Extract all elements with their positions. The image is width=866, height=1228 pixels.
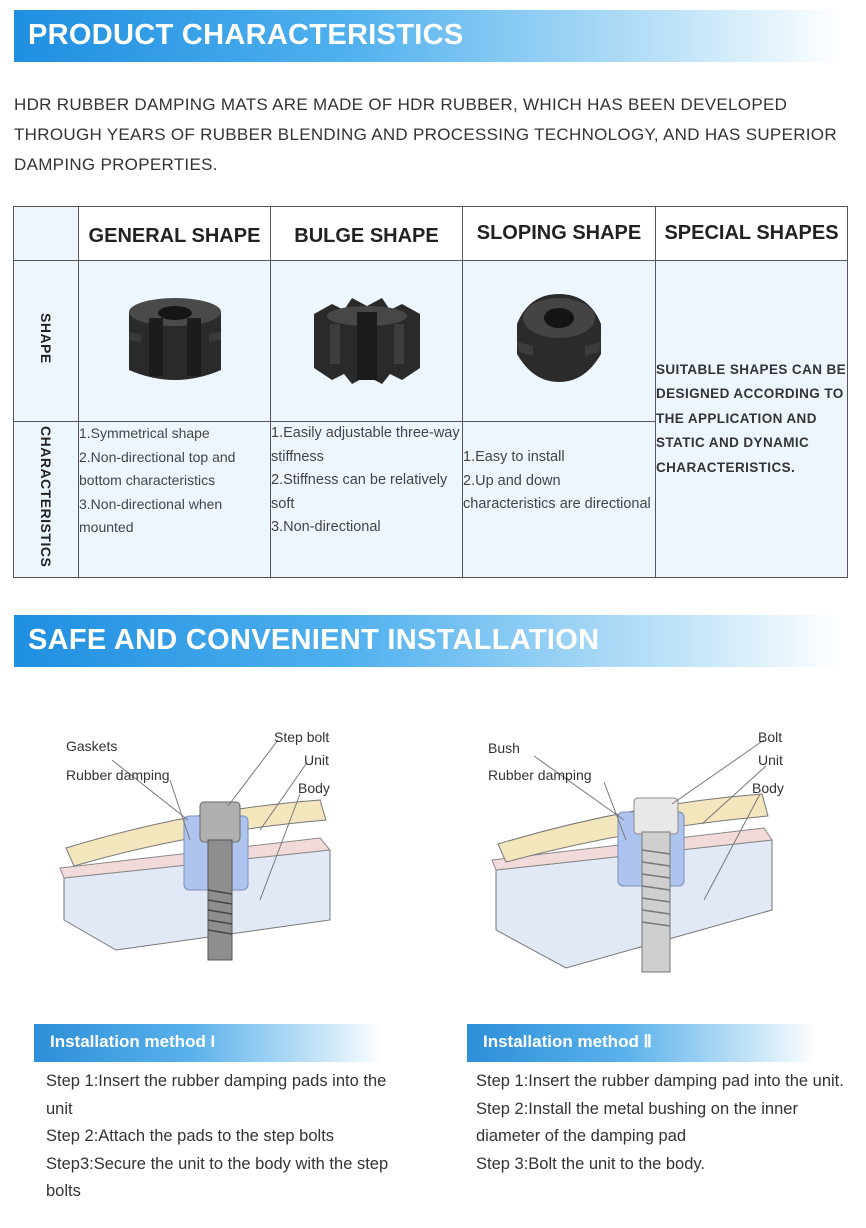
char-item: 3.Non-directional (271, 519, 381, 535)
char-item: 1.Symmetrical shape (79, 425, 210, 441)
diagram-2-illustration (491, 739, 773, 973)
label-body: Body (752, 780, 784, 796)
section-banner-product-characteristics: PRODUCT CHARACTERISTICS (14, 10, 842, 62)
method-1-title: Installation method I (50, 1032, 216, 1051)
label-bush: Bush (488, 740, 520, 756)
general-shape-image (128, 297, 221, 380)
label-gaskets: Gaskets (66, 738, 118, 754)
step-item: Step 2:Attach the pads to the step bolts (46, 1127, 335, 1145)
shape-image-sloping (462, 260, 656, 422)
method-1-bar: Installation method I (34, 1024, 384, 1062)
char-item: 3.Non-directional when mounted (79, 495, 223, 536)
label-bolt: Bolt (758, 729, 783, 745)
characteristics-table: GENERAL SHAPE BULGE SHAPE SLOPING SHAPE … (13, 206, 848, 578)
step-item: Step 3:Bolt the unit to the body. (476, 1154, 706, 1173)
label-step-bolt: Step bolt (274, 729, 330, 745)
step-item: Step3:Secure the unit to the body with t… (46, 1154, 389, 1201)
characteristics-sloping: 1.Easy to install 2.Up and down characte… (462, 421, 656, 578)
section-title: PRODUCT CHARACTERISTICS (28, 19, 464, 51)
special-shapes-text: SUITABLE SHAPES CAN BE DESIGNED ACCORDIN… (655, 260, 848, 578)
intro-paragraph: HDR RUBBER DAMPING MATS ARE MADE OF HDR … (14, 95, 837, 174)
bulge-shape-image (313, 297, 420, 384)
row-label-shape-cell: SHAPE (13, 260, 79, 422)
method-2-steps: Step 1:Insert the rubber damping pad int… (476, 1068, 848, 1178)
table-row-characteristics: CHARACTERISTICS 1.Symmetrical shape 2.No… (13, 421, 848, 578)
label-rubber-damping: Rubber damping (66, 767, 170, 783)
installation-diagram-1: Gaskets Rubber damping Step bolt Unit Bo… (50, 720, 410, 990)
label-body: Body (298, 780, 330, 796)
step-item: Step 1:Insert the rubber damping pad int… (476, 1072, 844, 1090)
step-item: Step 1:Insert the rubber damping pads in… (46, 1072, 387, 1118)
method-2-bar: Installation method Ⅱ (467, 1024, 817, 1062)
shape-image-bulge (270, 260, 463, 422)
table-row-shape: SHAPE (13, 260, 848, 578)
table-corner-cell (13, 206, 79, 261)
characteristics-bulge: 1.Easily adjustable three-way stiffness … (270, 421, 463, 578)
char-item: 2.Stiffness can be relatively soft (271, 472, 448, 512)
char-item: 2.Non-directional top and bottom charact… (79, 448, 236, 489)
sloping-shape-image (517, 293, 601, 382)
method-2-title: Installation method Ⅱ (483, 1032, 652, 1051)
installation-diagram-2: Bush Rubber damping Bolt Unit Body (482, 720, 842, 990)
header-special-shapes: SPECIAL SHAPES (655, 206, 848, 261)
method-1-steps: Step 1:Insert the rubber damping pads in… (46, 1068, 416, 1206)
section-banner-installation: SAFE AND CONVENIENT INSTALLATION (14, 615, 842, 667)
label-rubber-damping: Rubber damping (488, 767, 592, 783)
char-item: 1.Easy to install (463, 449, 565, 465)
row-label-shape: SHAPE (38, 313, 54, 364)
header-sloping-shape: SLOPING SHAPE (462, 206, 656, 261)
characteristics-general: 1.Symmetrical shape 2.Non-directional to… (78, 421, 271, 578)
header-bulge-shape: BULGE SHAPE (270, 206, 463, 261)
char-item: 1.Easily adjustable three-way stiffness (271, 425, 460, 465)
label-unit: Unit (758, 752, 783, 768)
shape-image-general (78, 260, 271, 422)
label-unit: Unit (304, 752, 329, 768)
row-label-characteristics: CHARACTERISTICS (38, 426, 54, 568)
row-label-characteristics-cell: CHARACTERISTICS (13, 421, 79, 578)
char-item: 2.Up and down characteristics are direct… (463, 472, 651, 513)
table-header-row: GENERAL SHAPE BULGE SHAPE SLOPING SHAPE … (13, 206, 848, 261)
diagram-1-illustration (59, 739, 331, 961)
header-general-shape: GENERAL SHAPE (78, 206, 271, 261)
step-item: Step 2:Install the metal bushing on the … (476, 1099, 798, 1146)
section-title: SAFE AND CONVENIENT INSTALLATION (28, 624, 600, 656)
